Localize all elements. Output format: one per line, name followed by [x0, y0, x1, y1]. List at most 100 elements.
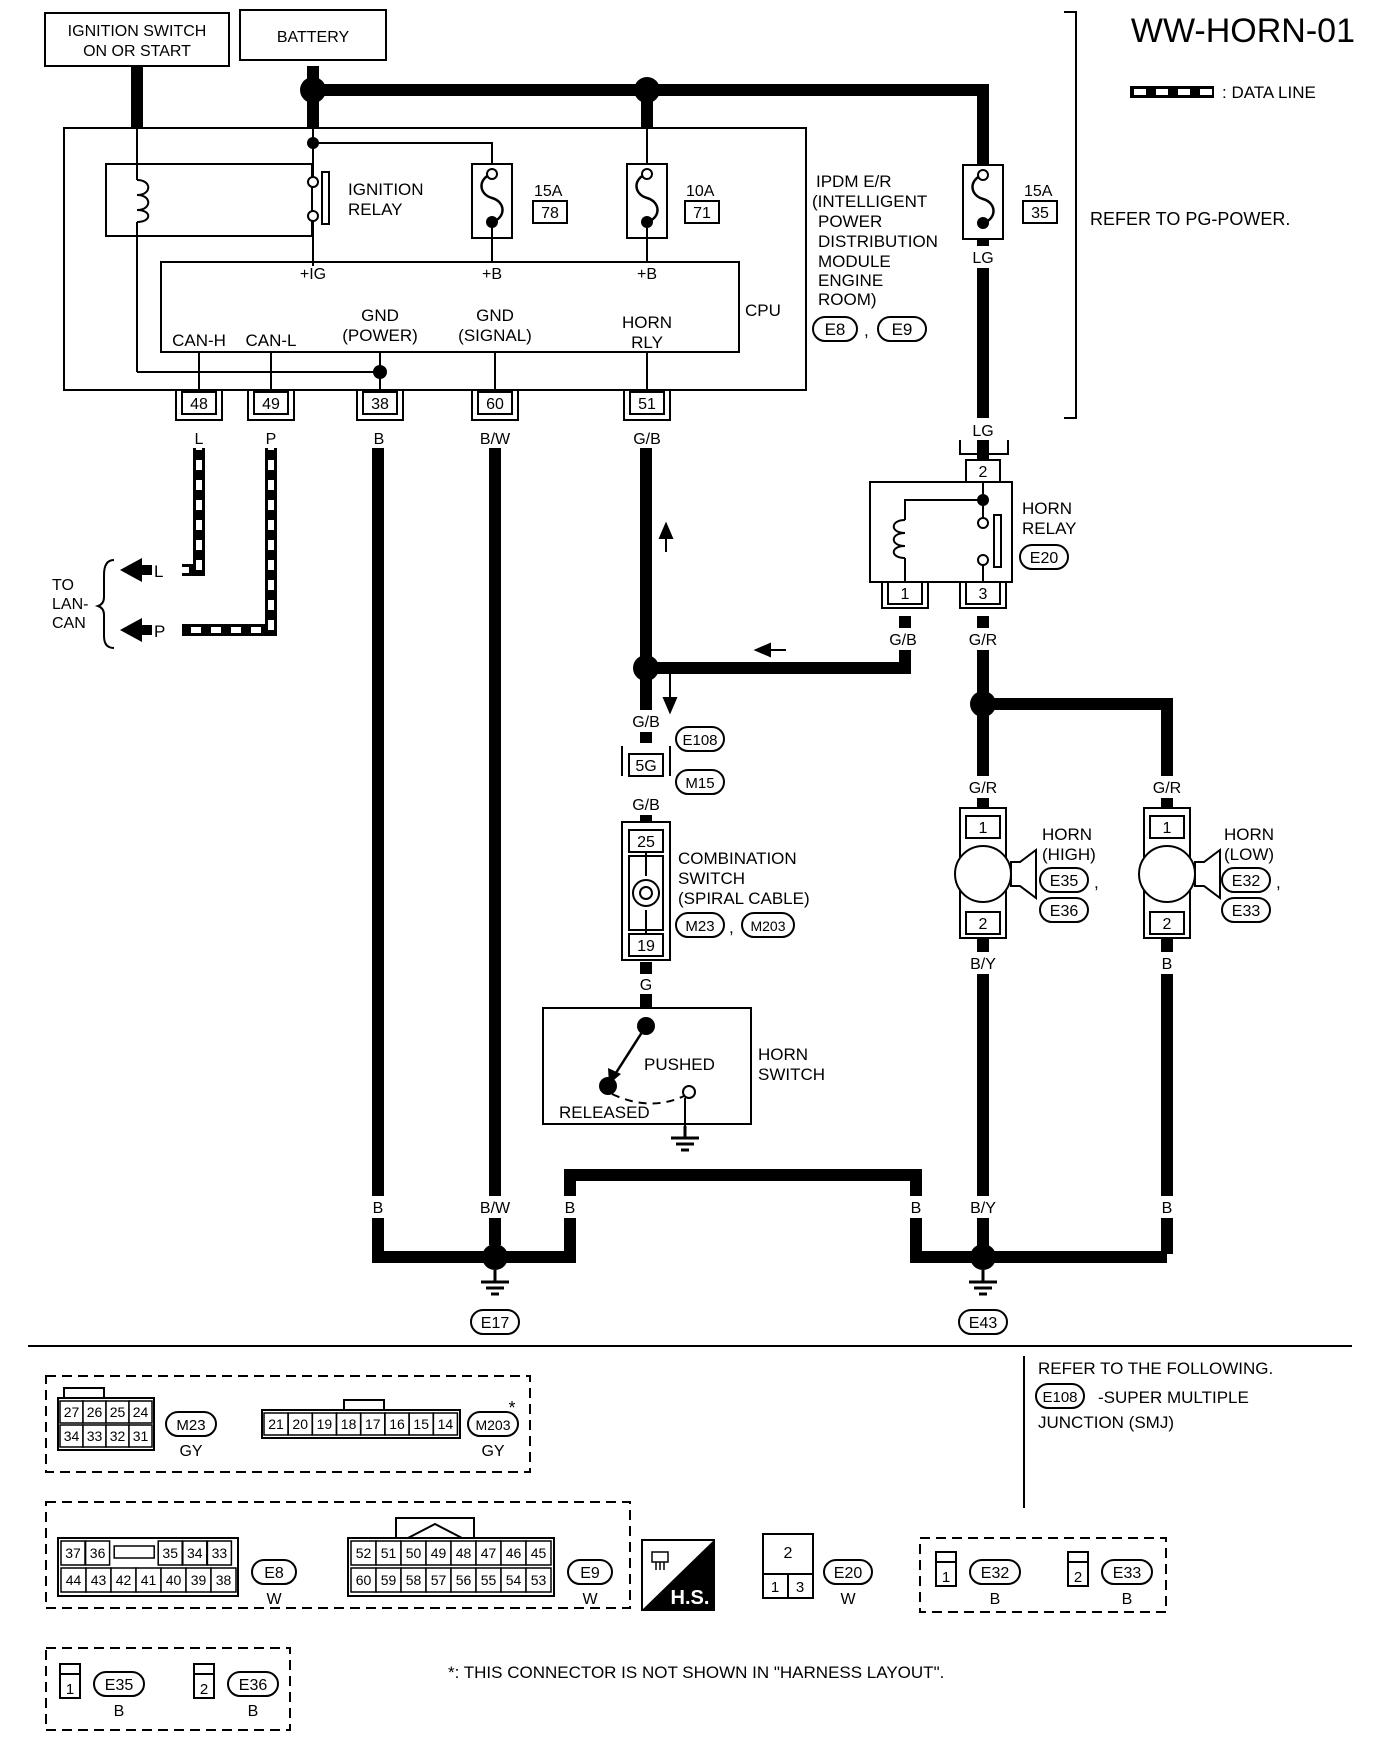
pin-19: 19: [317, 1416, 333, 1432]
horn-icon: [954, 845, 1012, 903]
pin-36: 36: [90, 1545, 106, 1561]
pin-53: 53: [531, 1572, 547, 1588]
ignition-relay-label-1: IGNITION: [348, 180, 424, 199]
pin-43: 43: [91, 1572, 107, 1588]
svg-text:1: 1: [66, 1681, 74, 1698]
svg-text:CAN: CAN: [52, 615, 86, 632]
svg-text:M23: M23: [176, 1417, 205, 1434]
smj-connector: G/B E108 5G M15 G/B: [621, 710, 725, 815]
pin-b2: +B: [637, 266, 657, 283]
svg-text:M23: M23: [685, 918, 714, 935]
ipdm-pins: 48 49 38 60 51: [175, 390, 671, 421]
pin-39: 39: [191, 1572, 207, 1588]
pin-18: 18: [341, 1416, 357, 1432]
horn-rly-2: RLY: [631, 333, 663, 352]
svg-text:*: *: [508, 1398, 515, 1418]
ipdm-conn-e9: E9: [892, 320, 913, 339]
svg-text:PUSHED: PUSHED: [644, 1055, 715, 1074]
horn-rly-1: HORN: [622, 313, 672, 332]
svg-text:B: B: [990, 1591, 1001, 1608]
pin-31: 31: [133, 1428, 149, 1444]
svg-text:POWER: POWER: [818, 212, 882, 231]
svg-text:COMBINATION: COMBINATION: [678, 849, 797, 868]
svg-text:GY: GY: [481, 1443, 504, 1460]
pin-26: 26: [87, 1404, 103, 1420]
svg-text:B/W: B/W: [480, 431, 511, 448]
pin-17: 17: [365, 1416, 381, 1432]
gnd-signal-2: (SIGNAL): [458, 326, 532, 345]
svg-text:19: 19: [637, 938, 655, 955]
svg-text:B/Y: B/Y: [970, 956, 996, 973]
fuse-71-number: 71: [693, 205, 711, 222]
svg-text:SWITCH: SWITCH: [678, 869, 745, 888]
arrow-left-icon: [120, 618, 142, 642]
svg-text:HORN: HORN: [1022, 499, 1072, 518]
pin-46: 46: [506, 1545, 522, 1561]
svg-text:E43: E43: [969, 1315, 998, 1332]
svg-text:2: 2: [1163, 916, 1172, 933]
cpu-block: [160, 261, 740, 353]
pin-21: 21: [268, 1416, 284, 1432]
gnd-power-1: GND: [361, 306, 399, 325]
svg-text:E33: E33: [1113, 1565, 1142, 1582]
svg-text:B: B: [373, 1200, 384, 1217]
svg-text:P: P: [266, 431, 277, 448]
page-title: WW-HORN-01: [1131, 12, 1355, 50]
svg-text:3: 3: [796, 1579, 804, 1596]
pin-24: 24: [133, 1404, 149, 1420]
svg-text:1: 1: [901, 586, 910, 603]
svg-text:2: 2: [200, 1681, 208, 1698]
pin-59: 59: [381, 1572, 397, 1588]
svg-text:W: W: [266, 1591, 282, 1608]
horn-relay: 2 1 3 HORN RELAY E20 G/B G/R: [869, 440, 1077, 650]
pin-34: 34: [187, 1545, 203, 1561]
svg-text:G/R: G/R: [1153, 780, 1181, 797]
data-line-legend: : DATA LINE: [1130, 83, 1316, 102]
pin-52: 52: [356, 1545, 372, 1561]
pin-33: 33: [87, 1428, 103, 1444]
svg-text:M15: M15: [685, 775, 714, 792]
horn-relay-conn: E20: [1030, 550, 1059, 567]
pin-15: 15: [413, 1416, 429, 1432]
gnd-power-2: (POWER): [342, 326, 418, 345]
arrow-left-icon: [120, 558, 142, 582]
ignition-relay-label-2: RELAY: [348, 200, 403, 219]
pin-51: 51: [381, 1545, 397, 1561]
ignition-switch-line1: IGNITION SWITCH: [68, 23, 207, 40]
svg-text:(SPIRAL CABLE): (SPIRAL CABLE): [678, 889, 810, 908]
svg-text:B: B: [248, 1703, 259, 1720]
svg-text:15A: 15A: [1024, 183, 1053, 200]
pin-47: 47: [481, 1545, 497, 1561]
connector-views-e32-e33: 1 E32 B 2 E33 B: [919, 1537, 1167, 1613]
pin-41: 41: [141, 1572, 157, 1588]
svg-text:(LOW): (LOW): [1224, 845, 1274, 864]
pin-56: 56: [456, 1572, 472, 1588]
svg-text:25: 25: [637, 834, 655, 851]
pin-ig: +IG: [300, 266, 326, 283]
footnote: *: THIS CONNECTOR IS NOT SHOWN IN "HARNE…: [448, 1663, 944, 1682]
svg-text:RELAY: RELAY: [1022, 519, 1077, 538]
svg-text:E17: E17: [481, 1315, 510, 1332]
svg-text:G/R: G/R: [969, 780, 997, 797]
gnd-signal-1: GND: [476, 306, 514, 325]
spiral-cable-icon: [632, 879, 660, 907]
horn-high: G/R 1 2 HORN (HIGH) E35 , E36 B/Y: [954, 776, 1099, 974]
lan-can-target: TO LAN- CAN L P: [52, 558, 165, 649]
svg-text:GY: GY: [179, 1443, 202, 1460]
relay-coil-icon: [892, 519, 906, 559]
pin-38: 38: [371, 396, 389, 413]
relay-coil-icon: [136, 179, 150, 223]
pin-60: 60: [486, 396, 504, 413]
horn-low: G/R 1 2 HORN (LOW) E32 , E33 B: [1138, 776, 1281, 974]
pin-45: 45: [531, 1545, 547, 1561]
pin-48: 48: [456, 1545, 472, 1561]
svg-text:G/B: G/B: [632, 797, 660, 814]
svg-text:MODULE: MODULE: [818, 252, 891, 271]
svg-text:35: 35: [1031, 205, 1049, 222]
pin-57: 57: [431, 1572, 447, 1588]
combination-switch: 25 19 COMBINATION SWITCH (SPIRAL CABLE) …: [621, 821, 810, 994]
svg-text:P: P: [154, 622, 165, 641]
pin-14: 14: [438, 1416, 454, 1432]
refer-following: REFER TO THE FOLLOWING. E108 -SUPER MULT…: [1023, 1356, 1273, 1508]
svg-text:M203: M203: [475, 1417, 510, 1433]
